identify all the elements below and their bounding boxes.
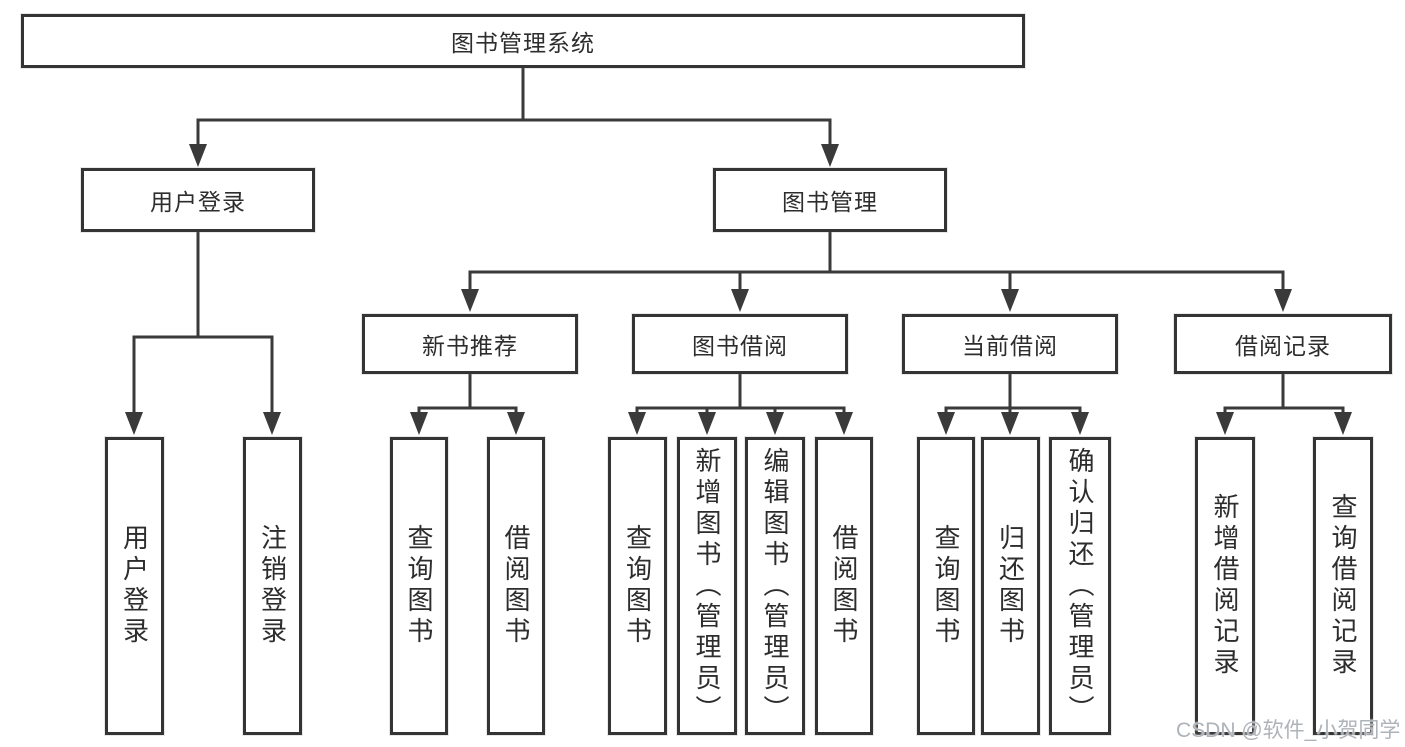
node-current-borrow-label: 当前借阅 — [962, 333, 1058, 359]
node-root: 图书管理系统 — [21, 14, 1025, 68]
leaf-borrow-books: 借阅图书 — [815, 437, 873, 735]
node-book-management-label: 图书管理 — [782, 189, 878, 215]
leaf-borrow-books-recommend-label: 借阅图书 — [501, 524, 531, 648]
node-borrow-records: 借阅记录 — [1174, 314, 1392, 374]
leaf-confirm-return-admin-label: 确认归还（管理员） — [1065, 446, 1095, 726]
leaf-edit-books-admin-label: 编辑图书（管理员） — [760, 446, 790, 726]
leaf-query-borrow-record: 查询借阅记录 — [1313, 437, 1373, 735]
node-borrow-records-label: 借阅记录 — [1235, 333, 1331, 359]
leaf-add-books-admin-label: 新增图书（管理员） — [692, 446, 722, 726]
connector-book-borrow — [628, 372, 853, 435]
node-book-borrow: 图书借阅 — [632, 314, 848, 374]
node-book-borrow-label: 图书借阅 — [692, 333, 788, 359]
leaf-confirm-return-admin: 确认归还（管理员） — [1049, 437, 1111, 735]
leaf-return-books-label: 归还图书 — [995, 524, 1026, 648]
connector-borrow-records — [1216, 372, 1352, 435]
node-new-book-recommend-label: 新书推荐 — [422, 333, 518, 359]
leaf-add-borrow-record: 新增借阅记录 — [1195, 437, 1255, 735]
connector-user-login — [125, 230, 281, 435]
node-user-login: 用户登录 — [81, 168, 315, 232]
leaf-query-books-borrow-label: 查询图书 — [622, 524, 653, 648]
leaf-query-books-recommend: 查询图书 — [390, 437, 448, 735]
connector-new-book-recommend — [410, 372, 525, 435]
leaf-query-books-current: 查询图书 — [917, 437, 975, 735]
leaf-return-books: 归还图书 — [981, 437, 1040, 735]
leaf-logout: 注销登录 — [243, 437, 302, 735]
leaf-edit-books-admin: 编辑图书（管理员） — [745, 437, 805, 735]
leaf-add-borrow-record-label: 新增借阅记录 — [1210, 493, 1240, 679]
leaf-query-borrow-record-label: 查询借阅记录 — [1328, 493, 1358, 679]
leaf-query-books-current-label: 查询图书 — [931, 524, 961, 648]
leaf-query-books-recommend-label: 查询图书 — [404, 524, 434, 648]
leaf-user-login-label: 用户登录 — [119, 524, 150, 648]
leaf-borrow-books-label: 借阅图书 — [829, 524, 859, 648]
connector-current-borrow — [937, 372, 1089, 435]
leaf-logout-label: 注销登录 — [257, 524, 288, 648]
node-current-borrow: 当前借阅 — [902, 314, 1118, 374]
node-new-book-recommend: 新书推荐 — [362, 314, 578, 374]
leaf-query-books-borrow: 查询图书 — [608, 437, 667, 735]
connector-root — [189, 66, 839, 167]
csdn-watermark: CSDN @软件_小贺同学 — [1176, 719, 1401, 742]
leaf-borrow-books-recommend: 借阅图书 — [487, 437, 545, 735]
leaf-user-login: 用户登录 — [105, 437, 164, 735]
node-book-management: 图书管理 — [713, 168, 947, 232]
leaf-add-books-admin: 新增图书（管理员） — [677, 437, 737, 735]
node-root-label: 图书管理系统 — [451, 30, 595, 56]
connector-book-management — [461, 230, 1292, 312]
node-user-login-label: 用户登录 — [150, 189, 246, 215]
